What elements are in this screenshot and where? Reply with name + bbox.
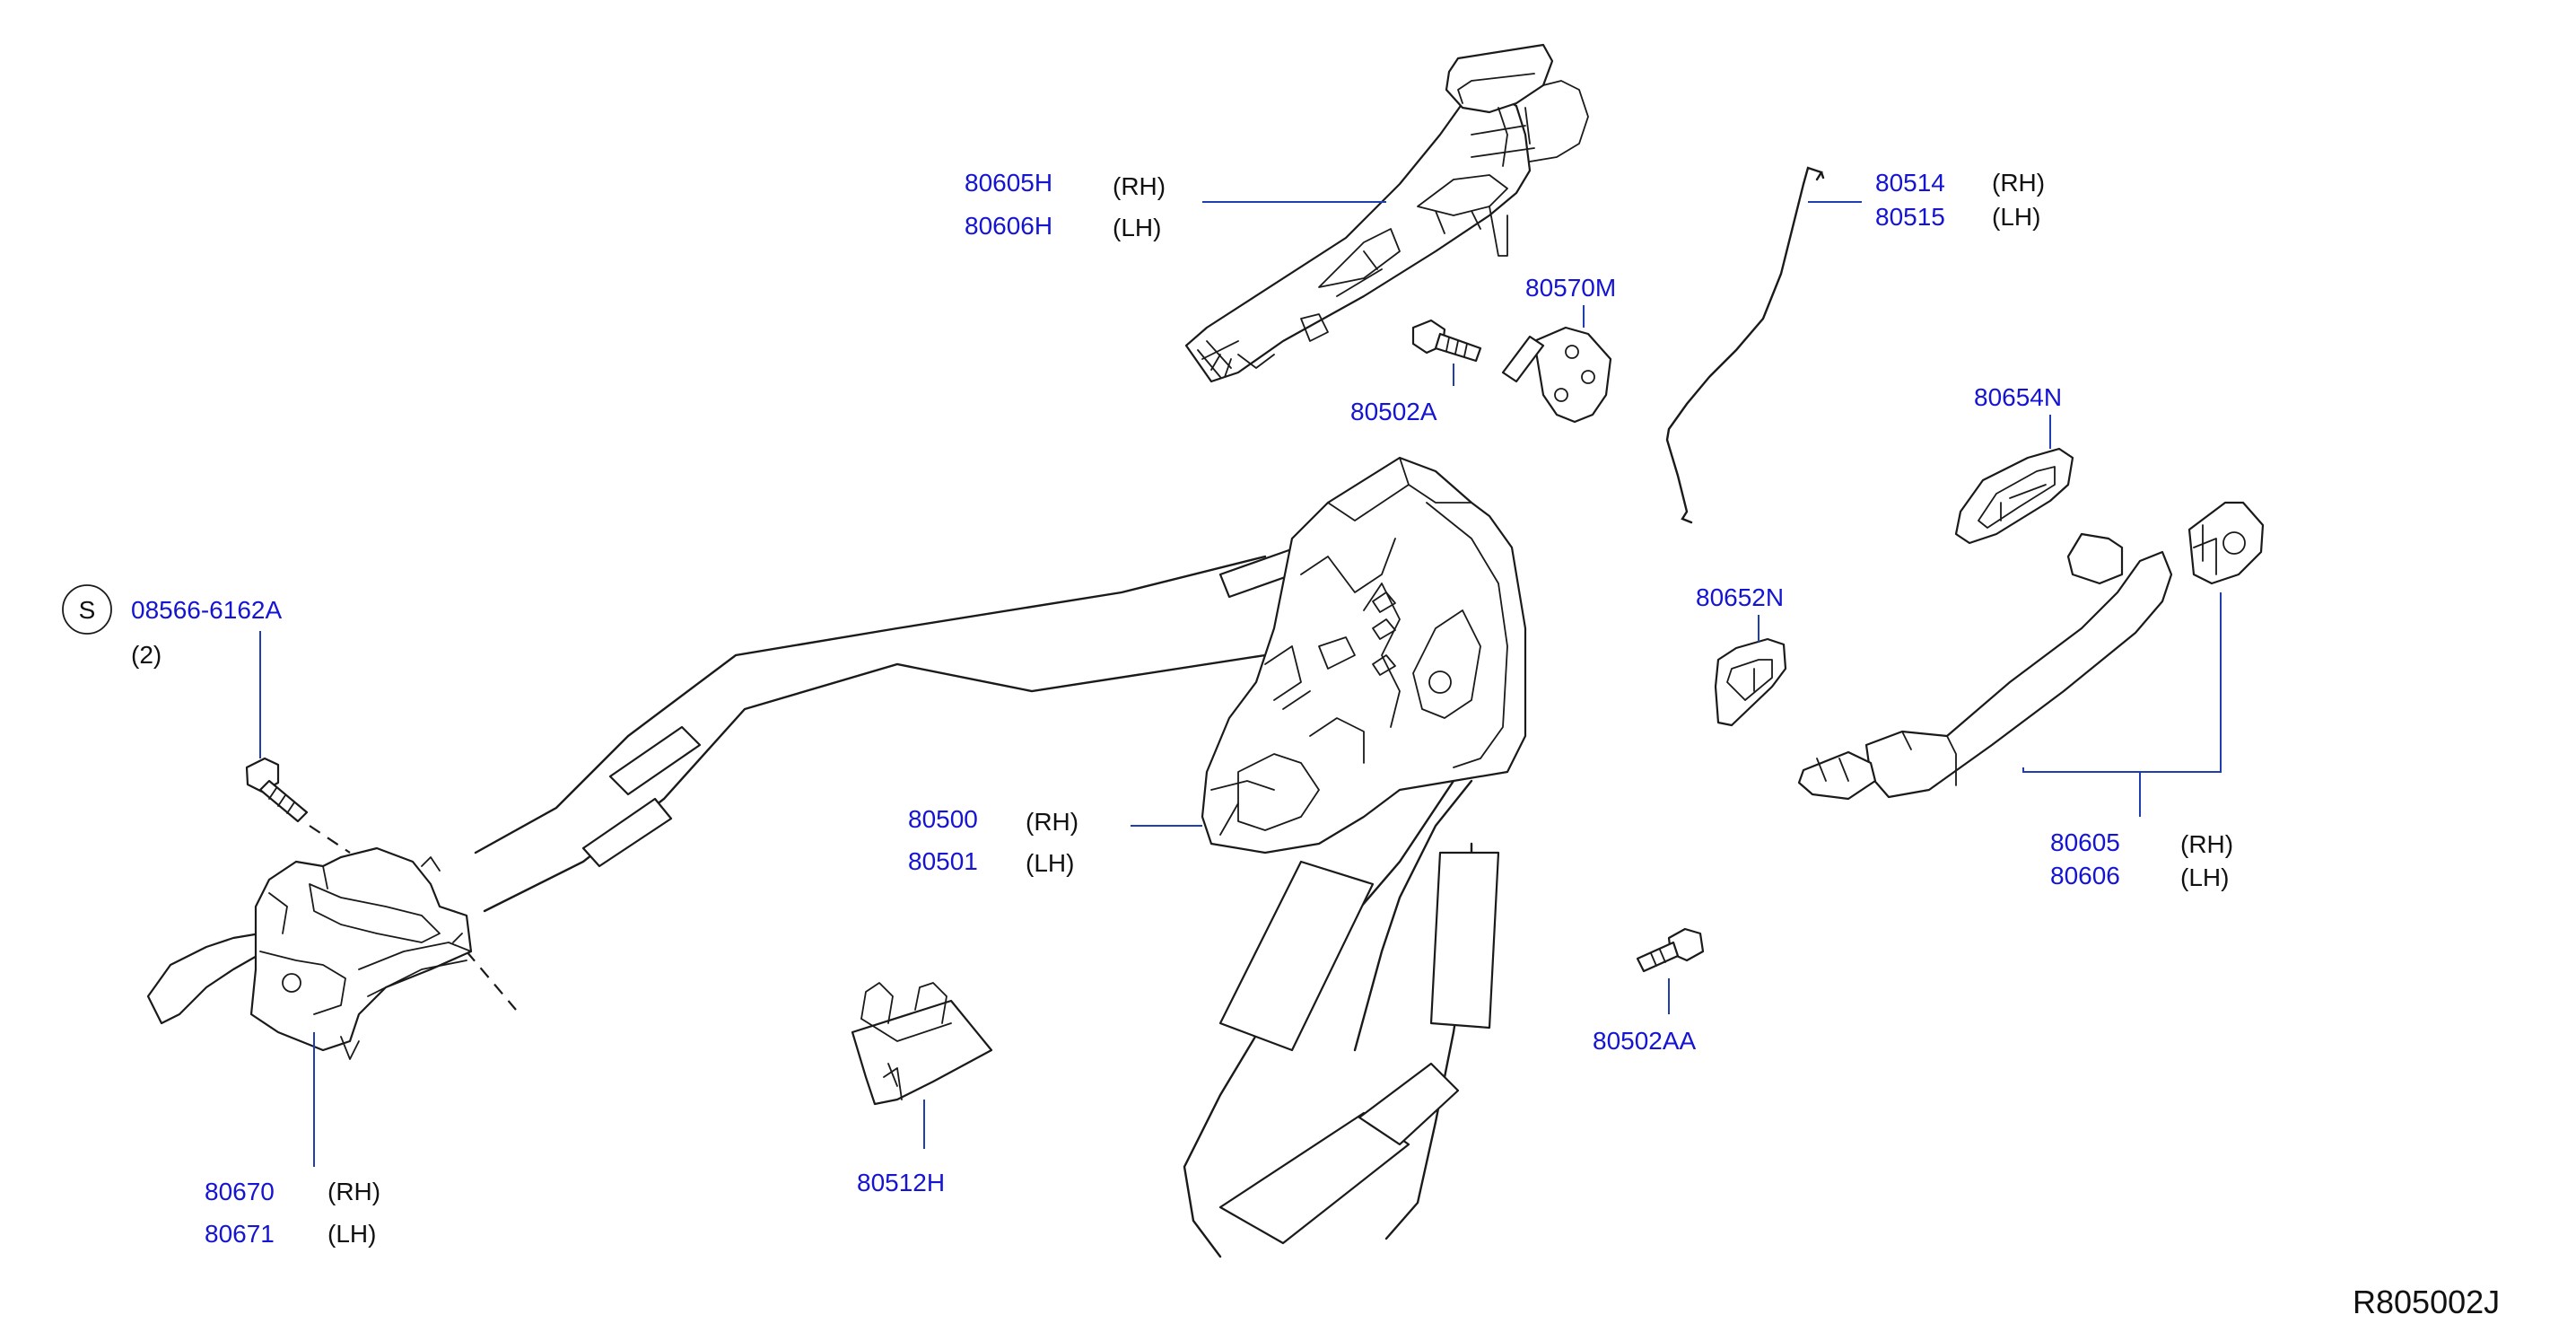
bolt-icon: [1411, 319, 1482, 363]
callout-80605h-side: (RH): [1113, 172, 1166, 200]
callout-08566-6162a-qty: (2): [131, 641, 162, 669]
callout-80670: 80670: [205, 1178, 275, 1205]
callout-80514-side: (RH): [1992, 169, 2045, 197]
callout-80500: 80500: [908, 805, 978, 833]
bolt-icon: [245, 757, 309, 823]
callout-80501-side: (LH): [1026, 849, 1074, 877]
callout-80605h: 80605H: [965, 169, 1052, 197]
callout-08566-6162a: 08566-6162A: [131, 596, 282, 624]
bolt-icon: [1636, 927, 1705, 973]
callout-80500-side: (RH): [1026, 808, 1078, 836]
clip-icon: [851, 982, 993, 1106]
callout-80515-side: (LH): [1992, 203, 2040, 231]
callout-80606h-side: (LH): [1113, 214, 1161, 241]
callout-80502aa: 80502AA: [1593, 1027, 1697, 1055]
callout-80512h: 80512H: [857, 1169, 945, 1196]
callout-80671: 80671: [205, 1220, 275, 1248]
callout-80606: 80606: [2050, 862, 2120, 889]
callout-80671-side: (LH): [327, 1220, 376, 1248]
inside-handle-icon: [1954, 447, 2074, 545]
callout-80605-side: (RH): [2180, 830, 2233, 858]
door-lock-actuator-icon: [474, 456, 1527, 1258]
lock-rod-icon: [1665, 166, 1825, 524]
gasket-icon: [1501, 326, 1612, 424]
callout-80501: 80501: [908, 847, 978, 875]
symbol-s: S: [79, 596, 96, 624]
handle-frame-icon: [1184, 43, 1589, 383]
callout-80606-side: (LH): [2180, 863, 2229, 891]
callout-80606h: 80606H: [965, 212, 1052, 240]
callout-80502a: 80502A: [1350, 398, 1437, 425]
callout-80652n: 80652N: [1696, 583, 1784, 611]
callout-80670-side: (RH): [327, 1178, 380, 1205]
outside-handle-icon: [1797, 501, 2265, 801]
callout-80515: 80515: [1875, 203, 1945, 231]
callout-80654n: 80654N: [1974, 383, 2062, 411]
callout-80514: 80514: [1875, 169, 1945, 197]
escutcheon-icon: [1714, 637, 1787, 727]
callout-80570m: 80570M: [1525, 274, 1616, 302]
callout-80605: 80605: [2050, 828, 2120, 856]
diagram-code: R805002J: [2353, 1284, 2500, 1320]
inside-handle-icon: [146, 846, 473, 1060]
